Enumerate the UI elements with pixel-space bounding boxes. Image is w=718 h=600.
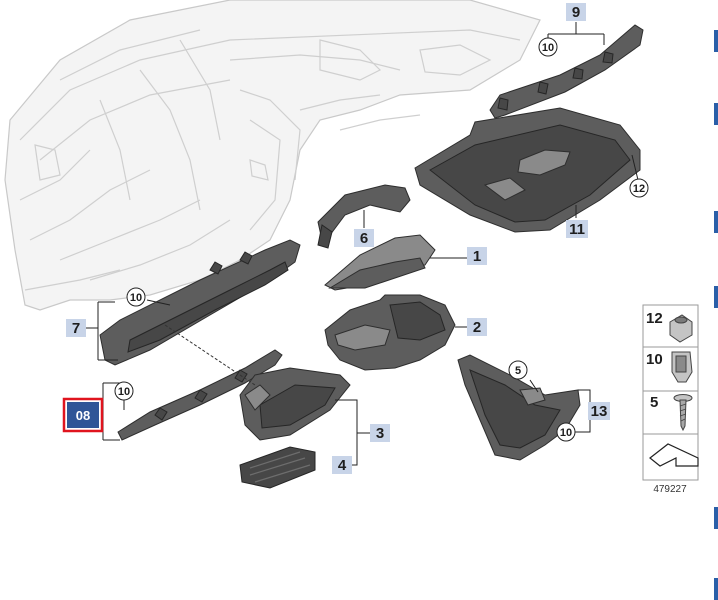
callout-4[interactable]: 4 <box>332 456 352 474</box>
svg-text:10: 10 <box>118 386 130 398</box>
callout-6[interactable]: 6 <box>354 229 374 247</box>
svg-text:08: 08 <box>76 408 90 423</box>
fastener-legend: 12 10 5 479227 <box>642 304 699 495</box>
callout-9[interactable]: 9 <box>566 3 586 21</box>
legend-item-5[interactable]: 5 <box>650 394 693 432</box>
diagram-reference-number: 479227 <box>653 484 687 495</box>
arrow-icon <box>649 443 699 467</box>
callout-7[interactable]: 7 <box>66 319 86 337</box>
callout-13[interactable]: 13 <box>588 402 610 420</box>
part-13-knee-pad <box>457 354 581 461</box>
svg-text:1: 1 <box>473 248 481 265</box>
svg-text:10: 10 <box>646 351 663 368</box>
callout-10-lower[interactable]: 10 <box>114 381 134 401</box>
part-1-column-cover-upper <box>324 234 436 291</box>
callout-5-knee[interactable]: 5 <box>508 360 528 380</box>
svg-text:5: 5 <box>515 365 521 377</box>
callout-10-strip[interactable]: 10 <box>126 287 146 307</box>
legend-item-arrow[interactable] <box>649 443 699 467</box>
callout-11[interactable]: 11 <box>566 220 588 238</box>
svg-text:11: 11 <box>569 221 585 238</box>
svg-text:10: 10 <box>130 292 142 304</box>
callout-8-selected[interactable]: 08 <box>62 397 104 433</box>
part-2-column-cover-lower <box>324 294 456 371</box>
nut-icon <box>669 314 693 343</box>
callout-2[interactable]: 2 <box>467 318 487 336</box>
svg-text:10: 10 <box>542 42 554 54</box>
svg-text:2: 2 <box>473 319 481 336</box>
part-3-glovebox <box>239 367 351 441</box>
callout-1[interactable]: 1 <box>467 247 487 265</box>
part-6-bracket <box>317 184 411 249</box>
svg-text:5: 5 <box>650 394 658 411</box>
svg-text:3: 3 <box>376 425 384 442</box>
svg-text:4: 4 <box>338 457 347 474</box>
svg-text:13: 13 <box>591 403 608 420</box>
svg-text:7: 7 <box>72 320 80 337</box>
part-4-mat <box>239 446 316 489</box>
edge-tab-marker[interactable] <box>714 30 718 52</box>
part-11-knee-panel <box>414 107 641 233</box>
dashboard-ghost <box>4 0 541 311</box>
legend-item-12[interactable]: 12 <box>646 310 693 343</box>
svg-text:9: 9 <box>572 4 580 21</box>
screw-icon <box>673 394 693 432</box>
part-9-trim-strip <box>489 24 644 119</box>
svg-text:10: 10 <box>560 427 572 439</box>
svg-text:6: 6 <box>360 230 368 247</box>
edge-tab-marker[interactable] <box>714 507 718 529</box>
callout-10-top[interactable]: 10 <box>538 37 558 57</box>
edge-tab-marker[interactable] <box>714 103 718 125</box>
part-7-trim-panel <box>99 239 301 366</box>
clip-icon <box>671 351 693 383</box>
edge-tab-marker[interactable] <box>714 578 718 600</box>
callout-3[interactable]: 3 <box>370 424 390 442</box>
svg-text:12: 12 <box>633 183 645 195</box>
part-8-lower-strip <box>117 349 283 441</box>
legend-item-10[interactable]: 10 <box>646 351 693 383</box>
svg-text:12: 12 <box>646 310 663 327</box>
callout-12-panel[interactable]: 12 <box>629 178 649 198</box>
callout-10-knee[interactable]: 10 <box>556 422 576 442</box>
edge-tab-marker[interactable] <box>714 211 718 233</box>
edge-tab-marker[interactable] <box>714 286 718 308</box>
